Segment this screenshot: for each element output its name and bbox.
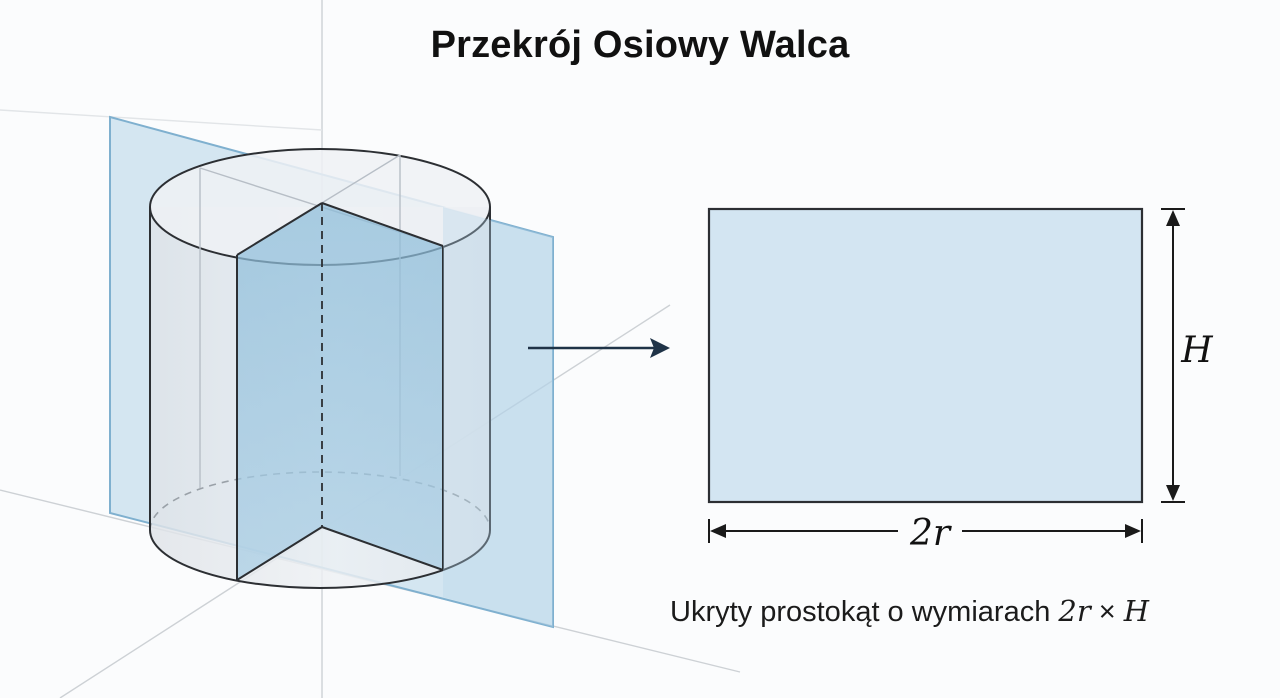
axial-section-edges bbox=[236, 202, 444, 581]
caption-text: Ukryty prostokąt o wymiarach bbox=[670, 596, 1051, 628]
cutting-plane-front bbox=[443, 207, 553, 627]
bottom-ellipse-front bbox=[149, 529, 491, 589]
axial-section bbox=[237, 203, 443, 580]
caption-expr-left: 2r bbox=[1058, 594, 1091, 628]
width-dimension bbox=[708, 519, 1143, 543]
caption: Ukryty prostokąt o wymiarach 2r × H bbox=[670, 594, 1149, 629]
page-title: Przekrój Osiowy Walca bbox=[430, 24, 850, 66]
transition-arrow bbox=[528, 338, 670, 358]
section-rectangle bbox=[707, 207, 1144, 504]
ground-line bbox=[0, 109, 323, 131]
caption-expr-right: H bbox=[1123, 594, 1150, 628]
width-label: 2r bbox=[909, 513, 952, 554]
caption-times: × bbox=[1098, 596, 1116, 628]
height-dimension bbox=[1161, 208, 1185, 503]
height-label: H bbox=[1180, 330, 1213, 371]
